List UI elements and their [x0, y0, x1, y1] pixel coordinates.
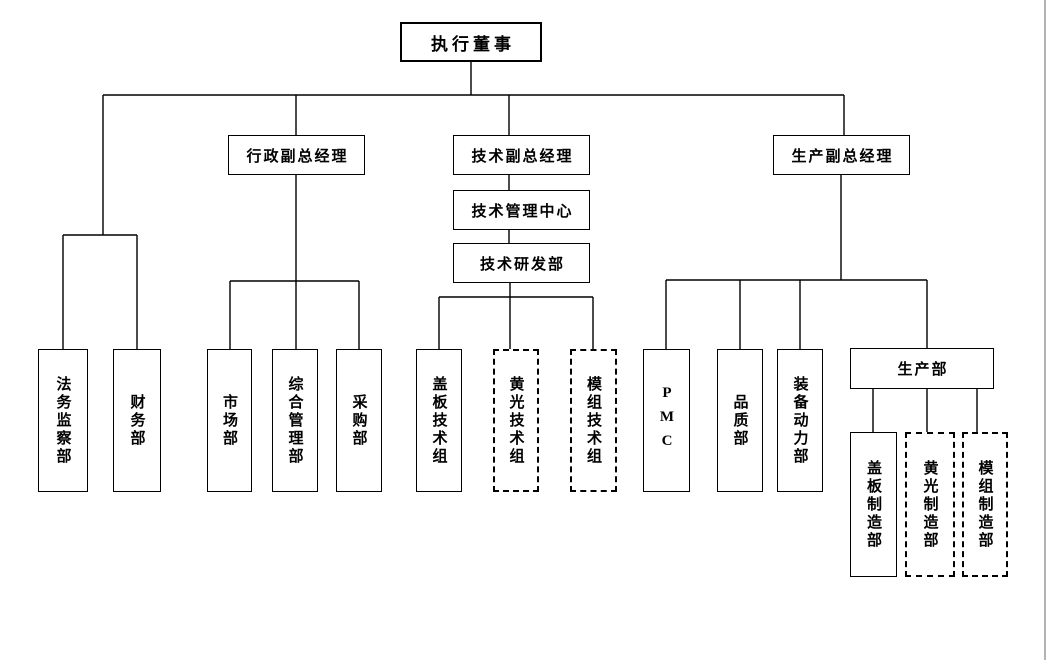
node-admin-vp: 行政副总经理: [228, 135, 365, 175]
node-legal-audit-dept: 法务监察部: [38, 349, 88, 492]
node-pmc-dept: PMC: [643, 349, 690, 492]
node-tech-mgmt-center: 技术管理中心: [453, 190, 590, 230]
node-executive-director: 执行董事: [400, 22, 542, 62]
node-tech-vp: 技术副总经理: [453, 135, 590, 175]
node-yellow-light-mfg-dept: 黄光制造部: [905, 432, 955, 577]
node-purchasing-dept: 采购部: [336, 349, 382, 492]
node-tech-rd-dept: 技术研发部: [453, 243, 590, 283]
node-module-mfg-dept: 模组制造部: [962, 432, 1008, 577]
node-finance-dept: 财务部: [113, 349, 161, 492]
node-module-tech-group: 模组技术组: [570, 349, 617, 492]
node-prod-vp: 生产副总经理: [773, 135, 910, 175]
node-marketing-dept: 市场部: [207, 349, 252, 492]
connector-path: [62, 62, 978, 432]
page-edge-line: [1044, 0, 1046, 660]
node-equipment-power-dept: 装备动力部: [777, 349, 823, 492]
node-cover-glass-mfg-dept: 盖板制造部: [850, 432, 897, 577]
node-quality-dept: 品质部: [717, 349, 763, 492]
node-cover-glass-tech-group: 盖板技术组: [416, 349, 462, 492]
node-general-mgmt-dept: 综合管理部: [272, 349, 318, 492]
node-yellow-light-tech-group: 黄光技术组: [493, 349, 539, 492]
node-production-dept: 生产部: [850, 348, 994, 389]
